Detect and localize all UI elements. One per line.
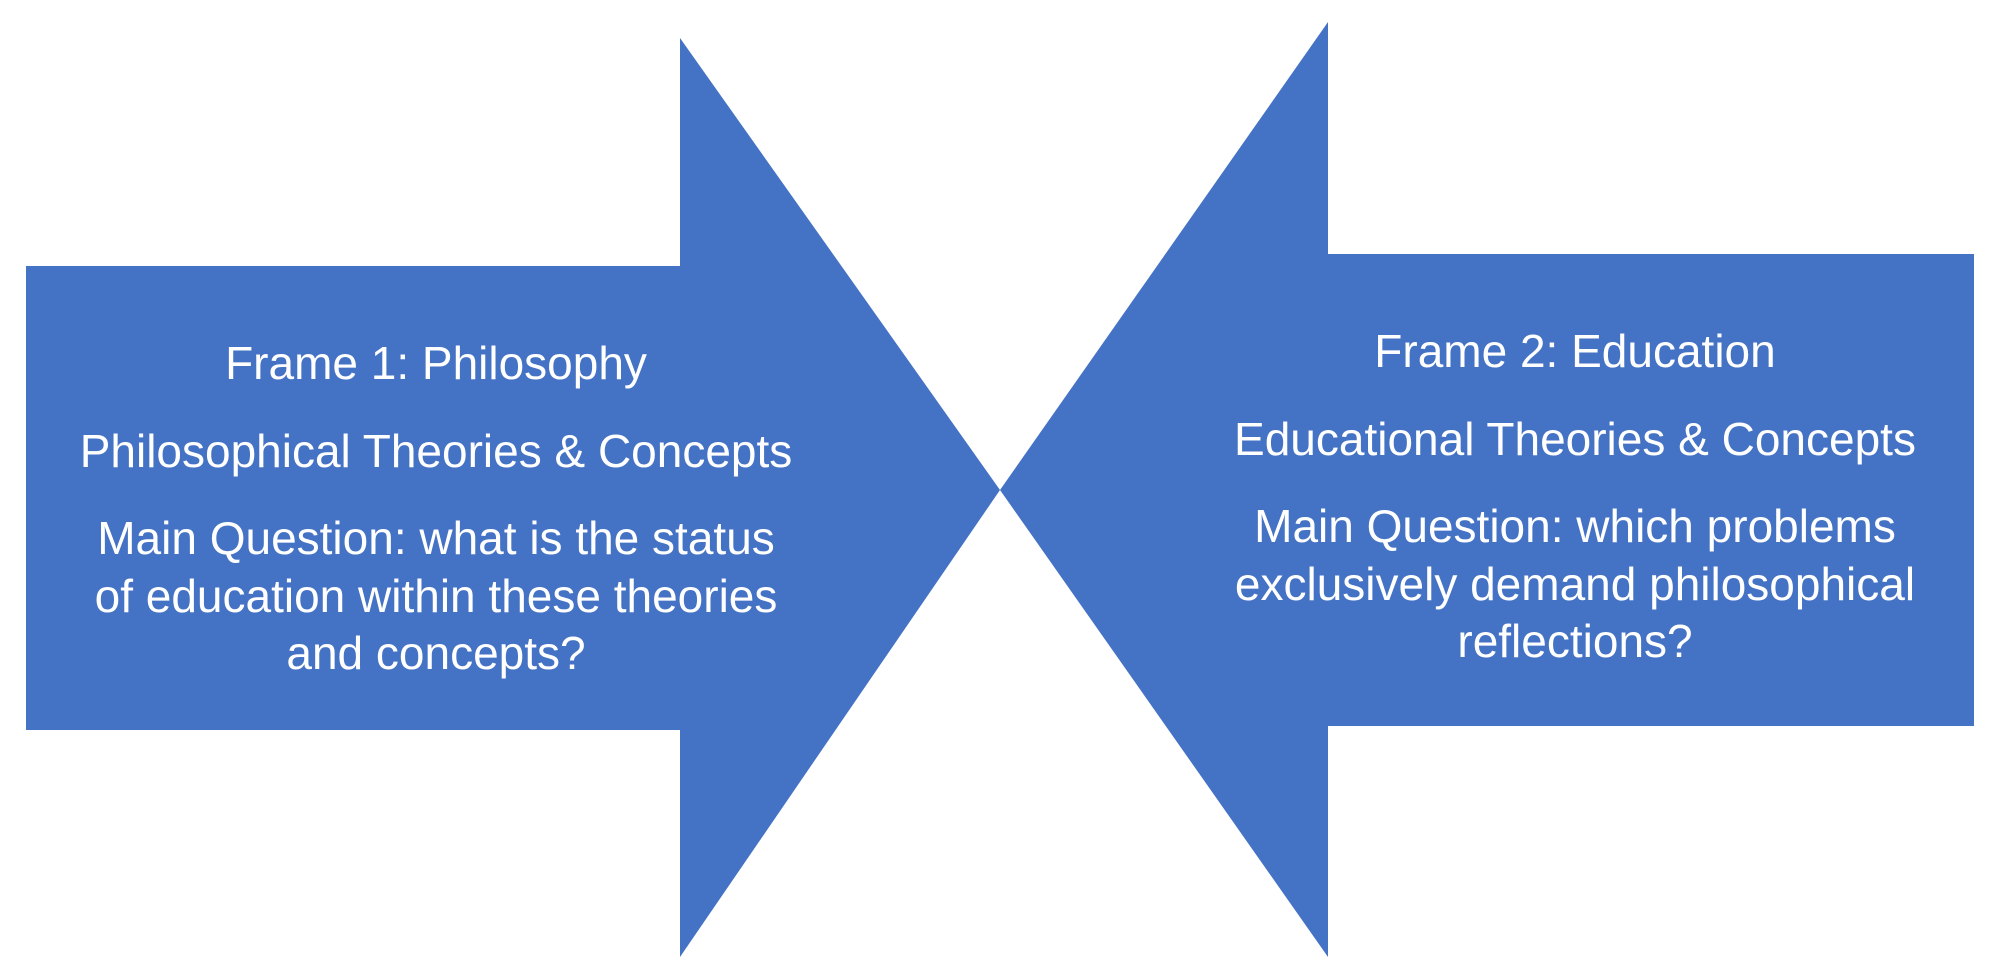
frame-1-text: Frame 1: Philosophy Philosophical Theori… (26, 335, 846, 683)
frame-2-arrow (1000, 22, 1974, 957)
frame-2-question-line: exclusively demand philosophical (1234, 557, 1916, 610)
frame-1-question-line: and concepts? (286, 627, 586, 679)
frame-2-question-line: Main Question: which problems (1254, 500, 1896, 552)
frame-1-question-line: of education within these theories (94, 569, 778, 622)
frame-1-subtitle: Philosophical Theories & Concepts (79, 424, 793, 477)
frame-2-subtitle: Educational Theories & Concepts (1234, 412, 1916, 465)
frame-1-arrow (26, 38, 1000, 957)
frame-2-text: Frame 2: Education Educational Theories … (1190, 323, 1960, 671)
frame-1-title: Frame 1: Philosophy (225, 337, 647, 389)
frame-1-question: Main Question: what is the status of edu… (26, 510, 846, 683)
frame-2-title: Frame 2: Education (1374, 325, 1776, 377)
frame-2-question-line: reflections? (1457, 615, 1693, 667)
frame-2-question: Main Question: which problems exclusivel… (1190, 498, 1960, 671)
frame-1-question-line: Main Question: what is the status (97, 512, 775, 564)
